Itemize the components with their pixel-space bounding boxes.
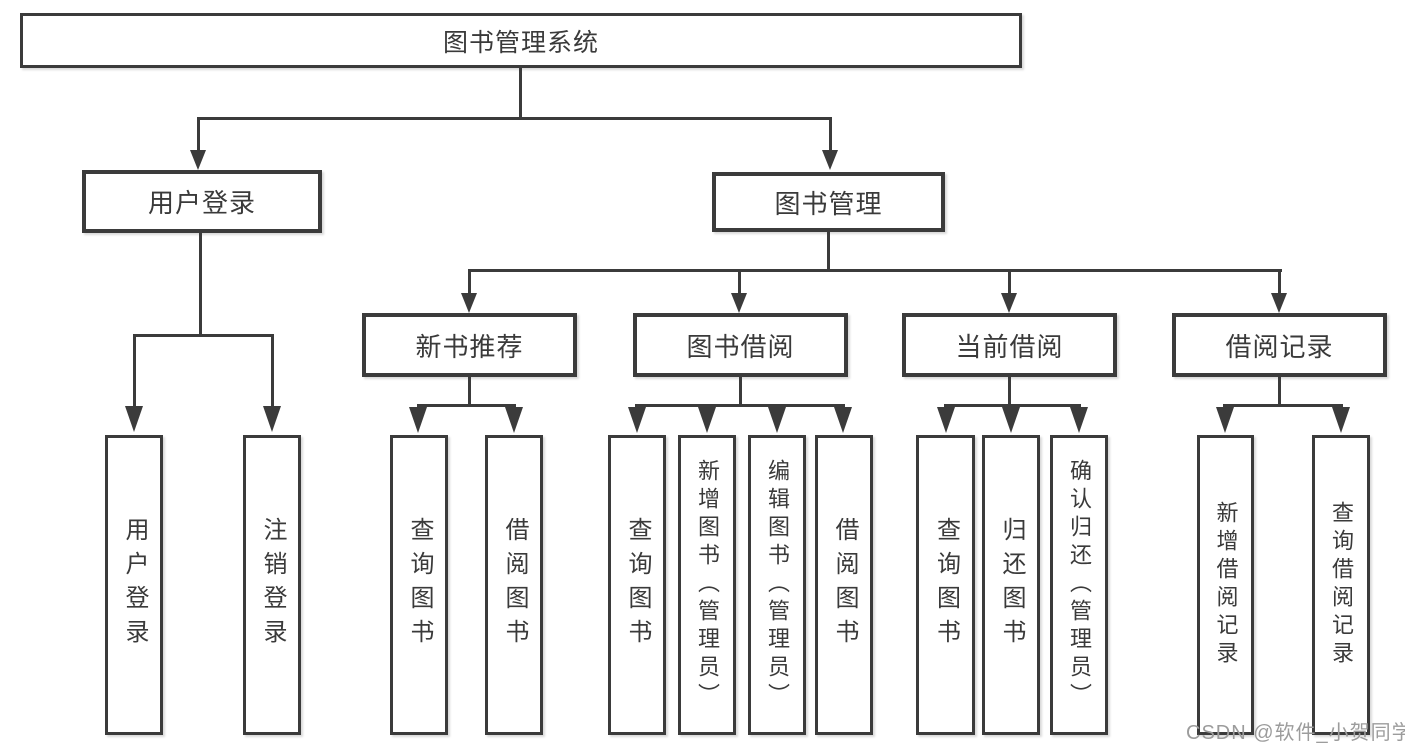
leaf-borrow-books-1: 借阅图书 <box>485 435 543 735</box>
arrowhead-to-leaf-borrow-books-1 <box>505 407 523 433</box>
arrowhead-to-leaf-logout <box>263 406 281 432</box>
connector-user-login-stem <box>199 233 202 337</box>
arrowhead-to-leaf-add-record <box>1216 407 1234 433</box>
node-user-login: 用户登录 <box>82 170 322 233</box>
node-root: 图书管理系统 <box>20 13 1022 68</box>
connector-book-management-bar <box>468 269 1282 272</box>
connector-book-borrowing-bar <box>635 404 845 407</box>
connector-user-login-bar <box>133 334 274 337</box>
node-book-borrowing-label: 图书借阅 <box>686 331 795 362</box>
arrowhead-to-leaf-confirm-return <box>1070 407 1088 433</box>
arrowhead-to-leaf-edit-book <box>768 407 786 433</box>
arrowhead-to-leaf-add-book <box>698 407 716 433</box>
arrowhead-to-leaf-return-book <box>1002 407 1020 433</box>
node-new-book-recommend-label: 新书推荐 <box>415 331 524 362</box>
leaf-confirm-return-admin-label: 确认归还（管理员） <box>1067 459 1092 711</box>
leaf-logout-label: 注销登录 <box>259 517 286 653</box>
arrowhead-to-borrowing-records <box>1271 293 1287 313</box>
leaf-query-books-1-label: 查询图书 <box>406 517 433 653</box>
arrowhead-to-leaf-borrow-books-2 <box>834 407 852 433</box>
arrowhead-to-user-login <box>190 150 206 170</box>
connector-drop-book-borrowing <box>738 269 741 295</box>
leaf-logout: 注销登录 <box>243 435 301 735</box>
node-user-login-label: 用户登录 <box>147 188 256 218</box>
leaf-query-borrow-record: 查询借阅记录 <box>1312 435 1370 735</box>
connector-root-bar <box>197 117 832 120</box>
arrowhead-to-book-management <box>822 150 838 170</box>
leaf-edit-book-admin: 编辑图书（管理员） <box>748 435 806 735</box>
connector-root-left-drop <box>197 117 200 152</box>
connector-user-login-drop-1 <box>133 334 136 408</box>
arrowhead-to-leaf-query-books-1 <box>409 407 427 433</box>
leaf-query-books-3-label: 查询图书 <box>932 517 960 653</box>
connector-drop-new-book <box>468 269 471 295</box>
connector-root-stem <box>519 68 522 119</box>
arrowhead-to-leaf-query-books-2 <box>628 407 646 433</box>
node-root-label: 图书管理系统 <box>442 28 599 57</box>
csdn-watermark: CSDN @软件_小贺同学 <box>1186 722 1405 744</box>
connector-current-borrowing-bar <box>944 404 1081 407</box>
connector-new-book-bar <box>417 404 516 407</box>
connector-book-borrowing-stem <box>739 377 742 406</box>
node-borrowing-records: 借阅记录 <box>1172 313 1387 377</box>
leaf-add-borrow-record: 新增借阅记录 <box>1197 435 1254 735</box>
connector-current-borrowing-stem <box>1008 377 1011 406</box>
leaf-edit-book-admin-label: 编辑图书（管理员） <box>765 459 790 711</box>
leaf-query-books-3: 查询图书 <box>916 435 975 735</box>
leaf-borrow-books-2-label: 借阅图书 <box>831 517 858 653</box>
node-new-book-recommend: 新书推荐 <box>362 313 577 377</box>
leaf-query-books-2: 查询图书 <box>608 435 666 735</box>
leaf-user-login: 用户登录 <box>105 435 163 735</box>
arrowhead-to-book-borrowing <box>731 293 747 313</box>
connector-borrowing-records-stem <box>1278 377 1281 406</box>
leaf-query-books-2-label: 查询图书 <box>624 517 651 653</box>
connector-drop-current-borrowing <box>1008 269 1011 295</box>
connector-borrowing-records-bar <box>1223 404 1343 407</box>
leaf-add-book-admin-label: 新增图书（管理员） <box>695 459 720 711</box>
leaf-add-book-admin: 新增图书（管理员） <box>678 435 736 735</box>
arrowhead-to-current-borrowing <box>1001 293 1017 313</box>
node-current-borrowing: 当前借阅 <box>902 313 1117 377</box>
arrowhead-to-leaf-user-login <box>125 406 143 432</box>
arrowhead-to-leaf-query-record <box>1332 407 1350 433</box>
arrowhead-to-new-book-recommend <box>461 293 477 313</box>
connector-new-book-stem <box>468 377 471 406</box>
node-book-management-label: 图书管理 <box>774 188 883 219</box>
leaf-return-book: 归还图书 <box>982 435 1040 735</box>
node-current-borrowing-label: 当前借阅 <box>955 331 1064 362</box>
leaf-confirm-return-admin: 确认归还（管理员） <box>1050 435 1108 735</box>
leaf-user-login-label: 用户登录 <box>121 517 148 653</box>
leaf-query-borrow-record-label: 查询借阅记录 <box>1329 501 1354 669</box>
node-borrowing-records-label: 借阅记录 <box>1225 331 1334 362</box>
leaf-query-books-1: 查询图书 <box>390 435 448 735</box>
arrowhead-to-leaf-query-books-3 <box>937 407 955 433</box>
leaf-add-borrow-record-label: 新增借阅记录 <box>1213 501 1239 669</box>
leaf-return-book-label: 归还图书 <box>998 517 1025 653</box>
connector-book-management-stem <box>827 232 830 272</box>
connector-root-right-drop <box>829 117 832 152</box>
node-book-management: 图书管理 <box>712 172 945 232</box>
connector-user-login-drop-2 <box>271 334 274 408</box>
leaf-borrow-books-1-label: 借阅图书 <box>501 517 528 653</box>
connector-drop-borrowing-records <box>1278 269 1281 295</box>
leaf-borrow-books-2: 借阅图书 <box>815 435 873 735</box>
node-book-borrowing: 图书借阅 <box>633 313 848 377</box>
